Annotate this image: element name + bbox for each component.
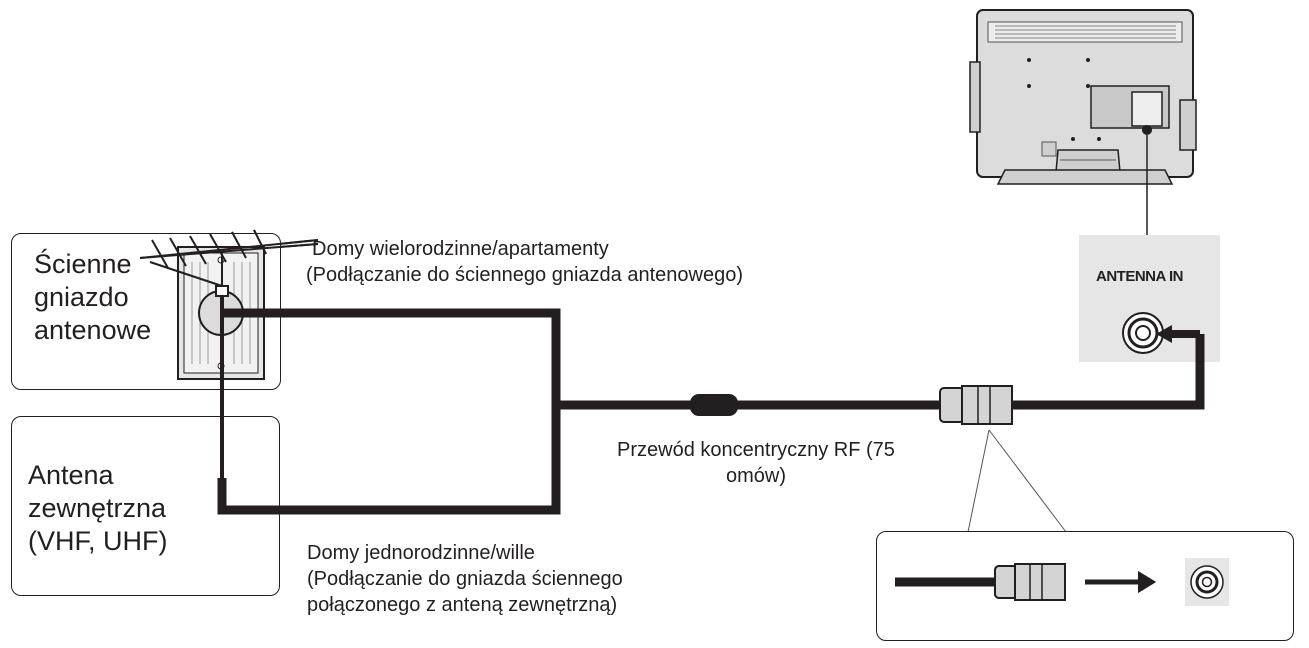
cable-caption-line-1: Przewód koncentryczny RF (75 xyxy=(617,439,895,461)
wall-socket-label-1: Ścienne xyxy=(34,249,132,279)
outdoor-antenna-label-1: Antena xyxy=(28,460,114,490)
house-caption-line-1: Domy jednorodzinne/wille xyxy=(307,542,535,564)
antenna-in-jack xyxy=(1122,312,1164,354)
callout-line-right xyxy=(988,429,1067,533)
apartment-caption-line-1: Domy wielorodzinne/apartamenty xyxy=(312,238,609,260)
wall-socket-label-2: gniazdo xyxy=(34,282,129,312)
outdoor-antenna-label-3: (VHF, UHF) xyxy=(28,526,168,556)
antenna-in-label: ANTENNA IN xyxy=(1096,268,1183,285)
house-caption-line-2: (Podłączanie do gniazda ściennego xyxy=(307,568,623,590)
cable-caption-line-2: omów) xyxy=(725,465,786,487)
cable-caption: Przewód koncentryczny RF (75 omów) xyxy=(578,437,934,489)
house-caption: Domy jednorodzinne/wille (Podłączanie do… xyxy=(307,540,623,618)
wall-socket-label-3: antenowe xyxy=(34,315,152,345)
rf-connector xyxy=(939,385,1013,425)
outdoor-antenna-label-2: zewnętrzna xyxy=(28,493,167,523)
house-caption-line-3: połączonego z anteną zewnętrzną) xyxy=(307,594,618,616)
callout-line-left xyxy=(967,429,990,533)
tv-rear-view xyxy=(969,9,1197,185)
apartment-caption-line-2: (Podłączanie do ściennego gniazda anteno… xyxy=(306,264,743,286)
ferrite-core xyxy=(690,394,738,416)
apartment-caption: Domy wielorodzinne/apartamenty (Podłącza… xyxy=(306,236,743,288)
connector-zoom-box xyxy=(876,531,1294,641)
